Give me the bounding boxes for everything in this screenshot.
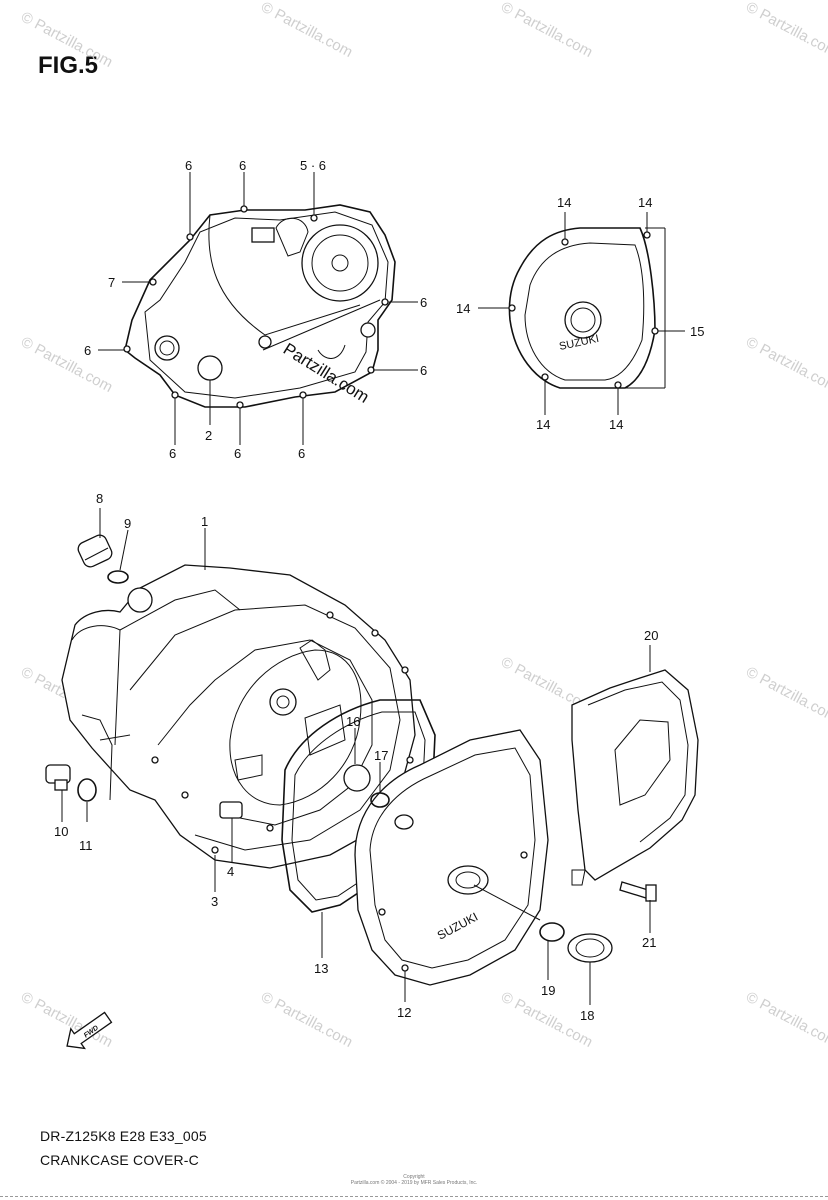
callout-10: 10 [54, 824, 68, 839]
o-ring-9 [107, 570, 129, 584]
callout-6: 6 [84, 343, 91, 358]
watermark: © Partzilla.com [18, 334, 115, 396]
copyright-notice: Copyright Partzilla.com © 2004 - 2019 by… [300, 1174, 528, 1186]
page-bottom-border [0, 1196, 828, 1197]
callout-3: 3 [211, 894, 218, 909]
watermark: © Partzilla.com [18, 9, 115, 71]
figure-title: FIG.5 [38, 52, 99, 79]
watermark: © Partzilla.com [258, 0, 355, 61]
generator-cover-gasket-top: SUZUKI [508, 227, 666, 389]
copyright-line: Partzilla.com © 2004 - 2019 by MFR Sales… [350, 1180, 478, 1186]
gasket-13 [281, 699, 436, 913]
model-code: DR-Z125K8 E28 E33_005 [40, 1128, 207, 1144]
callout-17: 17 [374, 748, 388, 763]
watermark: © Partzilla.com [258, 989, 355, 1051]
callout-11: 11 [79, 838, 93, 853]
oil-filler-cap-8 [77, 534, 113, 568]
callout-21: 21 [642, 935, 656, 950]
watermark: © Partzilla.com [743, 0, 828, 61]
callout-18: 18 [580, 1008, 594, 1023]
callout-4: 4 [227, 864, 234, 879]
callout-6: 6 [169, 446, 176, 461]
callout-15: 15 [690, 324, 704, 339]
o-ring-19 [539, 922, 565, 942]
watermark: © Partzilla.com [743, 989, 828, 1051]
callout-20: 20 [644, 628, 658, 643]
callout-6: 6 [234, 446, 241, 461]
diagram-caption: CRANKCASE COVER-C [40, 1152, 199, 1168]
callout-19: 19 [541, 983, 555, 998]
callout-8: 8 [96, 491, 103, 506]
callout-6: 6 [239, 158, 246, 173]
callout-6: 6 [420, 295, 427, 310]
drain-bolt-10 [45, 764, 71, 791]
callout-14: 14 [638, 195, 652, 210]
callout-1: 1 [201, 514, 208, 529]
watermark: © Partzilla.com [743, 334, 828, 396]
plug-18 [567, 933, 613, 963]
callout-6: 6 [420, 363, 427, 378]
plug-16 [343, 764, 371, 792]
callout-7: 7 [108, 275, 115, 290]
sprocket-cover-20 [571, 669, 699, 886]
callout-13: 13 [314, 961, 328, 976]
suzuki-logo: SUZUKI [558, 333, 600, 353]
watermark: © Partzilla.com [743, 664, 828, 726]
crankcase-cover-main [61, 564, 416, 869]
callout-9: 9 [124, 516, 131, 531]
watermark: © Partzilla.com [498, 0, 595, 61]
crankcase-cover-gasket-top [123, 204, 396, 409]
callout-14: 14 [609, 417, 623, 432]
callout-6: 6 [185, 158, 192, 173]
copyright-line: Copyright [403, 1174, 425, 1180]
leader-lines [61, 172, 685, 1005]
generator-cover-12: SUZUKI [354, 729, 549, 986]
callout-14: 14 [536, 417, 550, 432]
o-ring-17 [370, 792, 390, 808]
callout-5-6: 5 · 6 [300, 158, 326, 173]
callout-14: 14 [557, 195, 571, 210]
callout-2: 2 [205, 428, 212, 443]
callout-14: 14 [456, 301, 470, 316]
dowel-pin-4 [219, 801, 243, 819]
callout-12: 12 [397, 1005, 411, 1020]
callout-6: 6 [298, 446, 305, 461]
callout-16: 16 [346, 714, 360, 729]
gasket-11 [77, 778, 97, 802]
callout-labels: 6 6 5 · 6 7 6 6 6 2 6 6 6 14 14 14 15 14… [54, 158, 704, 1023]
bolt-21 [619, 881, 657, 902]
